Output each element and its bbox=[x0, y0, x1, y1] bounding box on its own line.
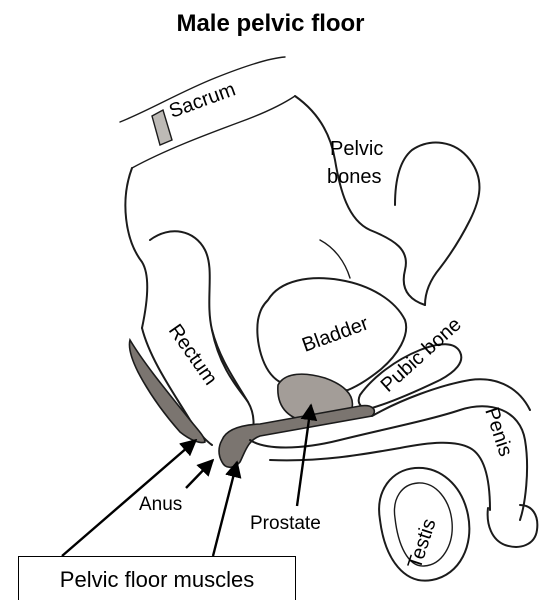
label-pelvic-bones-line1: Pelvic bbox=[330, 138, 383, 160]
label-bladder: Bladder bbox=[299, 312, 372, 356]
arrow-legend-right bbox=[213, 462, 237, 556]
label-prostate: Prostate bbox=[250, 513, 321, 534]
sacrum-outline bbox=[120, 57, 295, 168]
pelvic-floor-muscles-label: Pelvic floor muscles bbox=[19, 567, 295, 593]
label-penis: Penis bbox=[480, 405, 516, 459]
label-pelvic-bones-line2: bones bbox=[327, 166, 382, 188]
pelvic-floor-muscles-callout: Pelvic floor muscles bbox=[18, 556, 296, 600]
arrow-anus bbox=[186, 460, 213, 488]
label-sacrum: Sacrum bbox=[166, 78, 238, 122]
label-anus: Anus bbox=[139, 494, 182, 515]
